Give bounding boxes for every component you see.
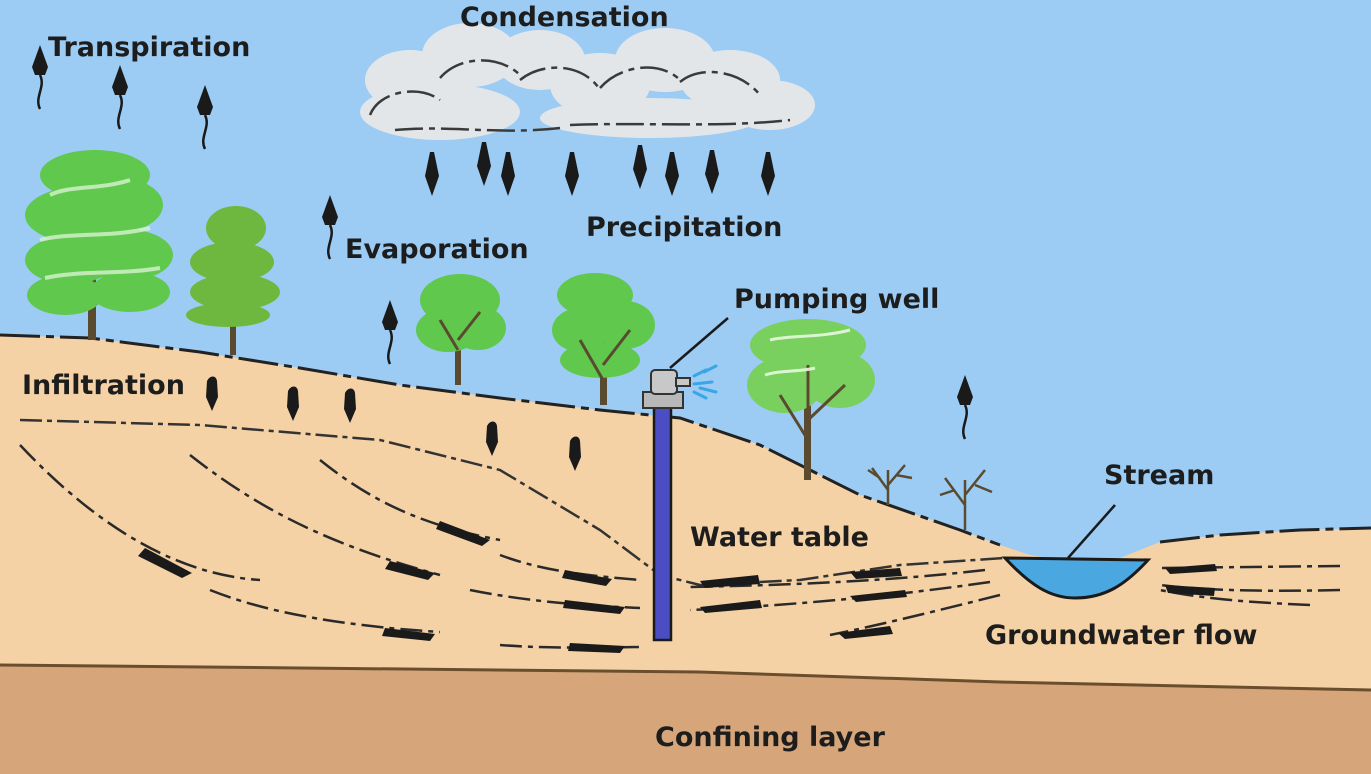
label-condensation: Condensation <box>460 2 669 33</box>
label-water-table: Water table <box>690 522 869 553</box>
tree-right <box>747 319 875 480</box>
label-infiltration: Infiltration <box>22 370 185 401</box>
label-confining-layer: Confining layer <box>655 722 885 753</box>
groundwater-flow-arrows <box>138 521 1217 653</box>
shrubs <box>867 464 993 530</box>
confining-layer <box>0 665 1371 774</box>
stream-water <box>1001 556 1152 600</box>
label-transpiration: Transpiration <box>48 32 251 63</box>
tree-center <box>552 273 655 405</box>
label-precipitation: Precipitation <box>586 212 783 243</box>
water-table-line <box>19 418 1006 587</box>
large-tree-left <box>25 150 173 340</box>
stream-pointer <box>1067 504 1116 559</box>
label-pumping-well: Pumping well <box>734 284 940 315</box>
soil-aquifer <box>0 335 1371 774</box>
ground-surface-line <box>0 333 1001 547</box>
label-stream: Stream <box>1104 460 1215 491</box>
cloud <box>360 23 815 140</box>
label-evaporation: Evaporation <box>345 234 529 265</box>
tree-center-left <box>416 274 506 385</box>
pumping-well <box>642 317 729 642</box>
label-groundwater-flow: Groundwater flow <box>985 620 1258 651</box>
conifer-tree <box>186 206 280 355</box>
